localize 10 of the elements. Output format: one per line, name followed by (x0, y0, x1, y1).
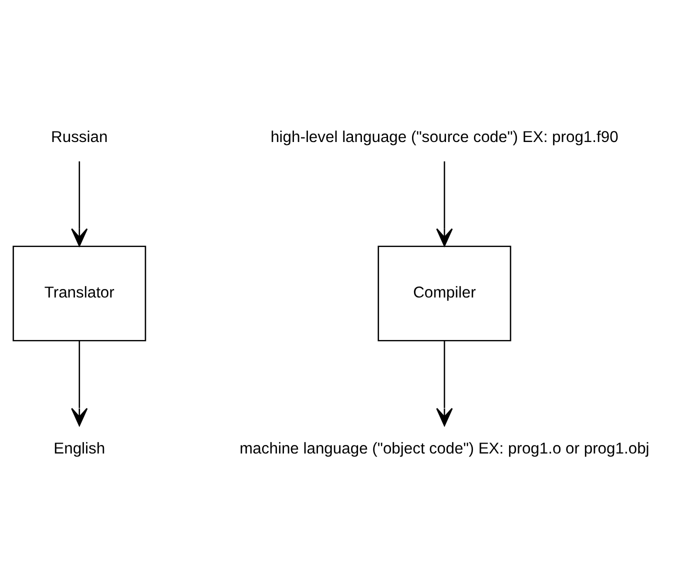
node-box: Compiler (378, 246, 512, 342)
arrow (436, 161, 453, 247)
arrow (436, 340, 453, 426)
node-box: Translator (12, 246, 146, 342)
arrow (71, 340, 88, 426)
node-text: English (54, 440, 106, 458)
node-text: high-level language ("source code") EX: prog1.f90 (270, 128, 618, 146)
node-text: machine language ("object code") EX: prog1.o or prog1.obj (240, 440, 650, 458)
node-text: Russian (51, 128, 108, 146)
arrow (71, 161, 88, 247)
